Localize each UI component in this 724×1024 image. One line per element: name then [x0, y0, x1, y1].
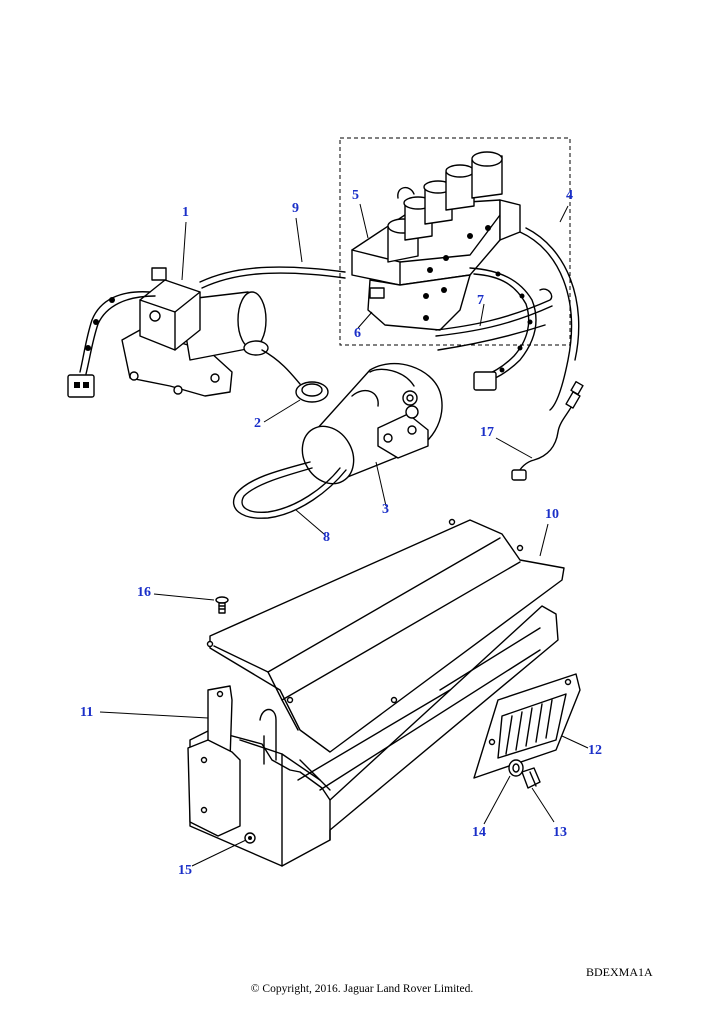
diagram-reference-code: BDEXMA1A: [586, 965, 653, 979]
air-pipe-7: [435, 288, 553, 351]
solenoid-coils: [387, 151, 503, 263]
callout-13[interactable]: 13: [553, 825, 567, 840]
bolt-13: [521, 767, 541, 789]
callout-12[interactable]: 12: [588, 743, 602, 758]
pressure-sensor-17: [511, 380, 584, 481]
valve-harness: [469, 227, 580, 411]
callout-14[interactable]: 14: [472, 825, 486, 840]
air-reservoir-3: [301, 362, 443, 485]
callout-15[interactable]: 15: [178, 863, 192, 878]
callout-1[interactable]: 1: [182, 205, 189, 220]
housing-box: [187, 605, 559, 867]
callout-8[interactable]: 8: [323, 530, 330, 545]
callout-10[interactable]: 10: [545, 507, 559, 522]
compressor-assembly: [67, 267, 301, 398]
fastener-16: [215, 596, 229, 614]
callout-2[interactable]: 2: [254, 416, 261, 431]
grommet-2: [295, 381, 329, 403]
washer-14: [508, 759, 524, 777]
cover-10: [206, 518, 565, 753]
callout-6[interactable]: 6: [354, 326, 361, 341]
grille-12: [473, 673, 581, 779]
callout-16[interactable]: 16: [137, 585, 151, 600]
screw-15: [244, 832, 256, 844]
copyright-notice: © Copyright, 2016. Jaguar Land Rover Lim…: [250, 983, 474, 995]
callout-11[interactable]: 11: [80, 705, 94, 720]
leader-lines: [99, 203, 589, 867]
air-pipe-8: [232, 461, 347, 519]
callout-4[interactable]: 4: [566, 188, 573, 203]
callout-9[interactable]: 9: [292, 201, 299, 216]
callout-7[interactable]: 7: [477, 293, 484, 308]
air-pipe-9: [199, 266, 346, 289]
callout-5[interactable]: 5: [352, 188, 359, 203]
callout-3[interactable]: 3: [382, 502, 389, 517]
valve-block-5: [351, 151, 521, 331]
callout-17[interactable]: 17: [480, 425, 494, 440]
